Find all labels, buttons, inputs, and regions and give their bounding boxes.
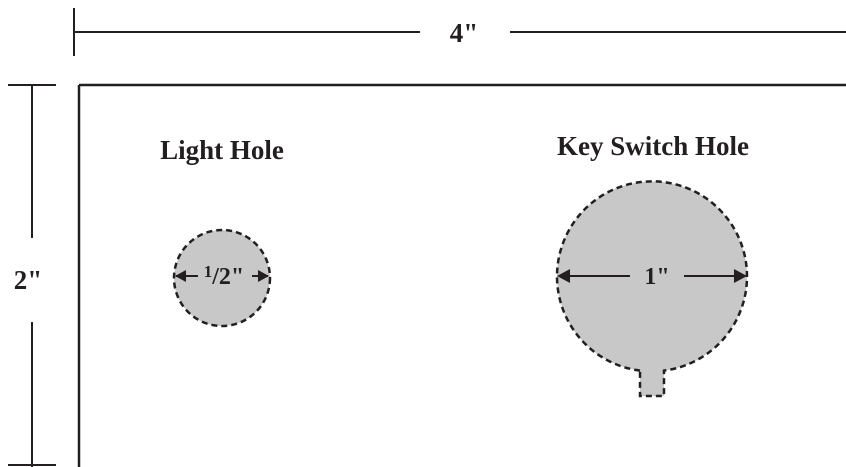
width-dimension: 4" [73,8,846,56]
key-switch-arrow-right-head [734,269,747,283]
light-hole-arrow-left-head [175,270,186,282]
key-switch-arrow-left-head [557,269,570,283]
light-hole: Light Hole 1/2" [160,135,284,328]
light-hole-circle [172,228,272,328]
light-hole-title: Light Hole [160,135,284,165]
key-switch-hole-outline [555,180,749,398]
key-switch-diameter-label: 1" [644,264,669,290]
panel-outline [77,83,846,467]
light-hole-diameter-slash: / [211,264,219,290]
key-switch-hole: Key Switch Hole 1" [555,131,749,398]
height-label: 2" [14,265,43,295]
light-hole-diameter-label: 1/2" [204,262,245,290]
light-hole-diameter-denominator: 2" [219,264,244,290]
key-switch-hole-title: Key Switch Hole [557,131,749,161]
width-label: 4" [450,18,479,48]
light-hole-diameter-numerator: 1 [204,262,213,281]
light-hole-arrow-right-head [258,270,269,282]
height-dimension: 2" [8,84,56,467]
